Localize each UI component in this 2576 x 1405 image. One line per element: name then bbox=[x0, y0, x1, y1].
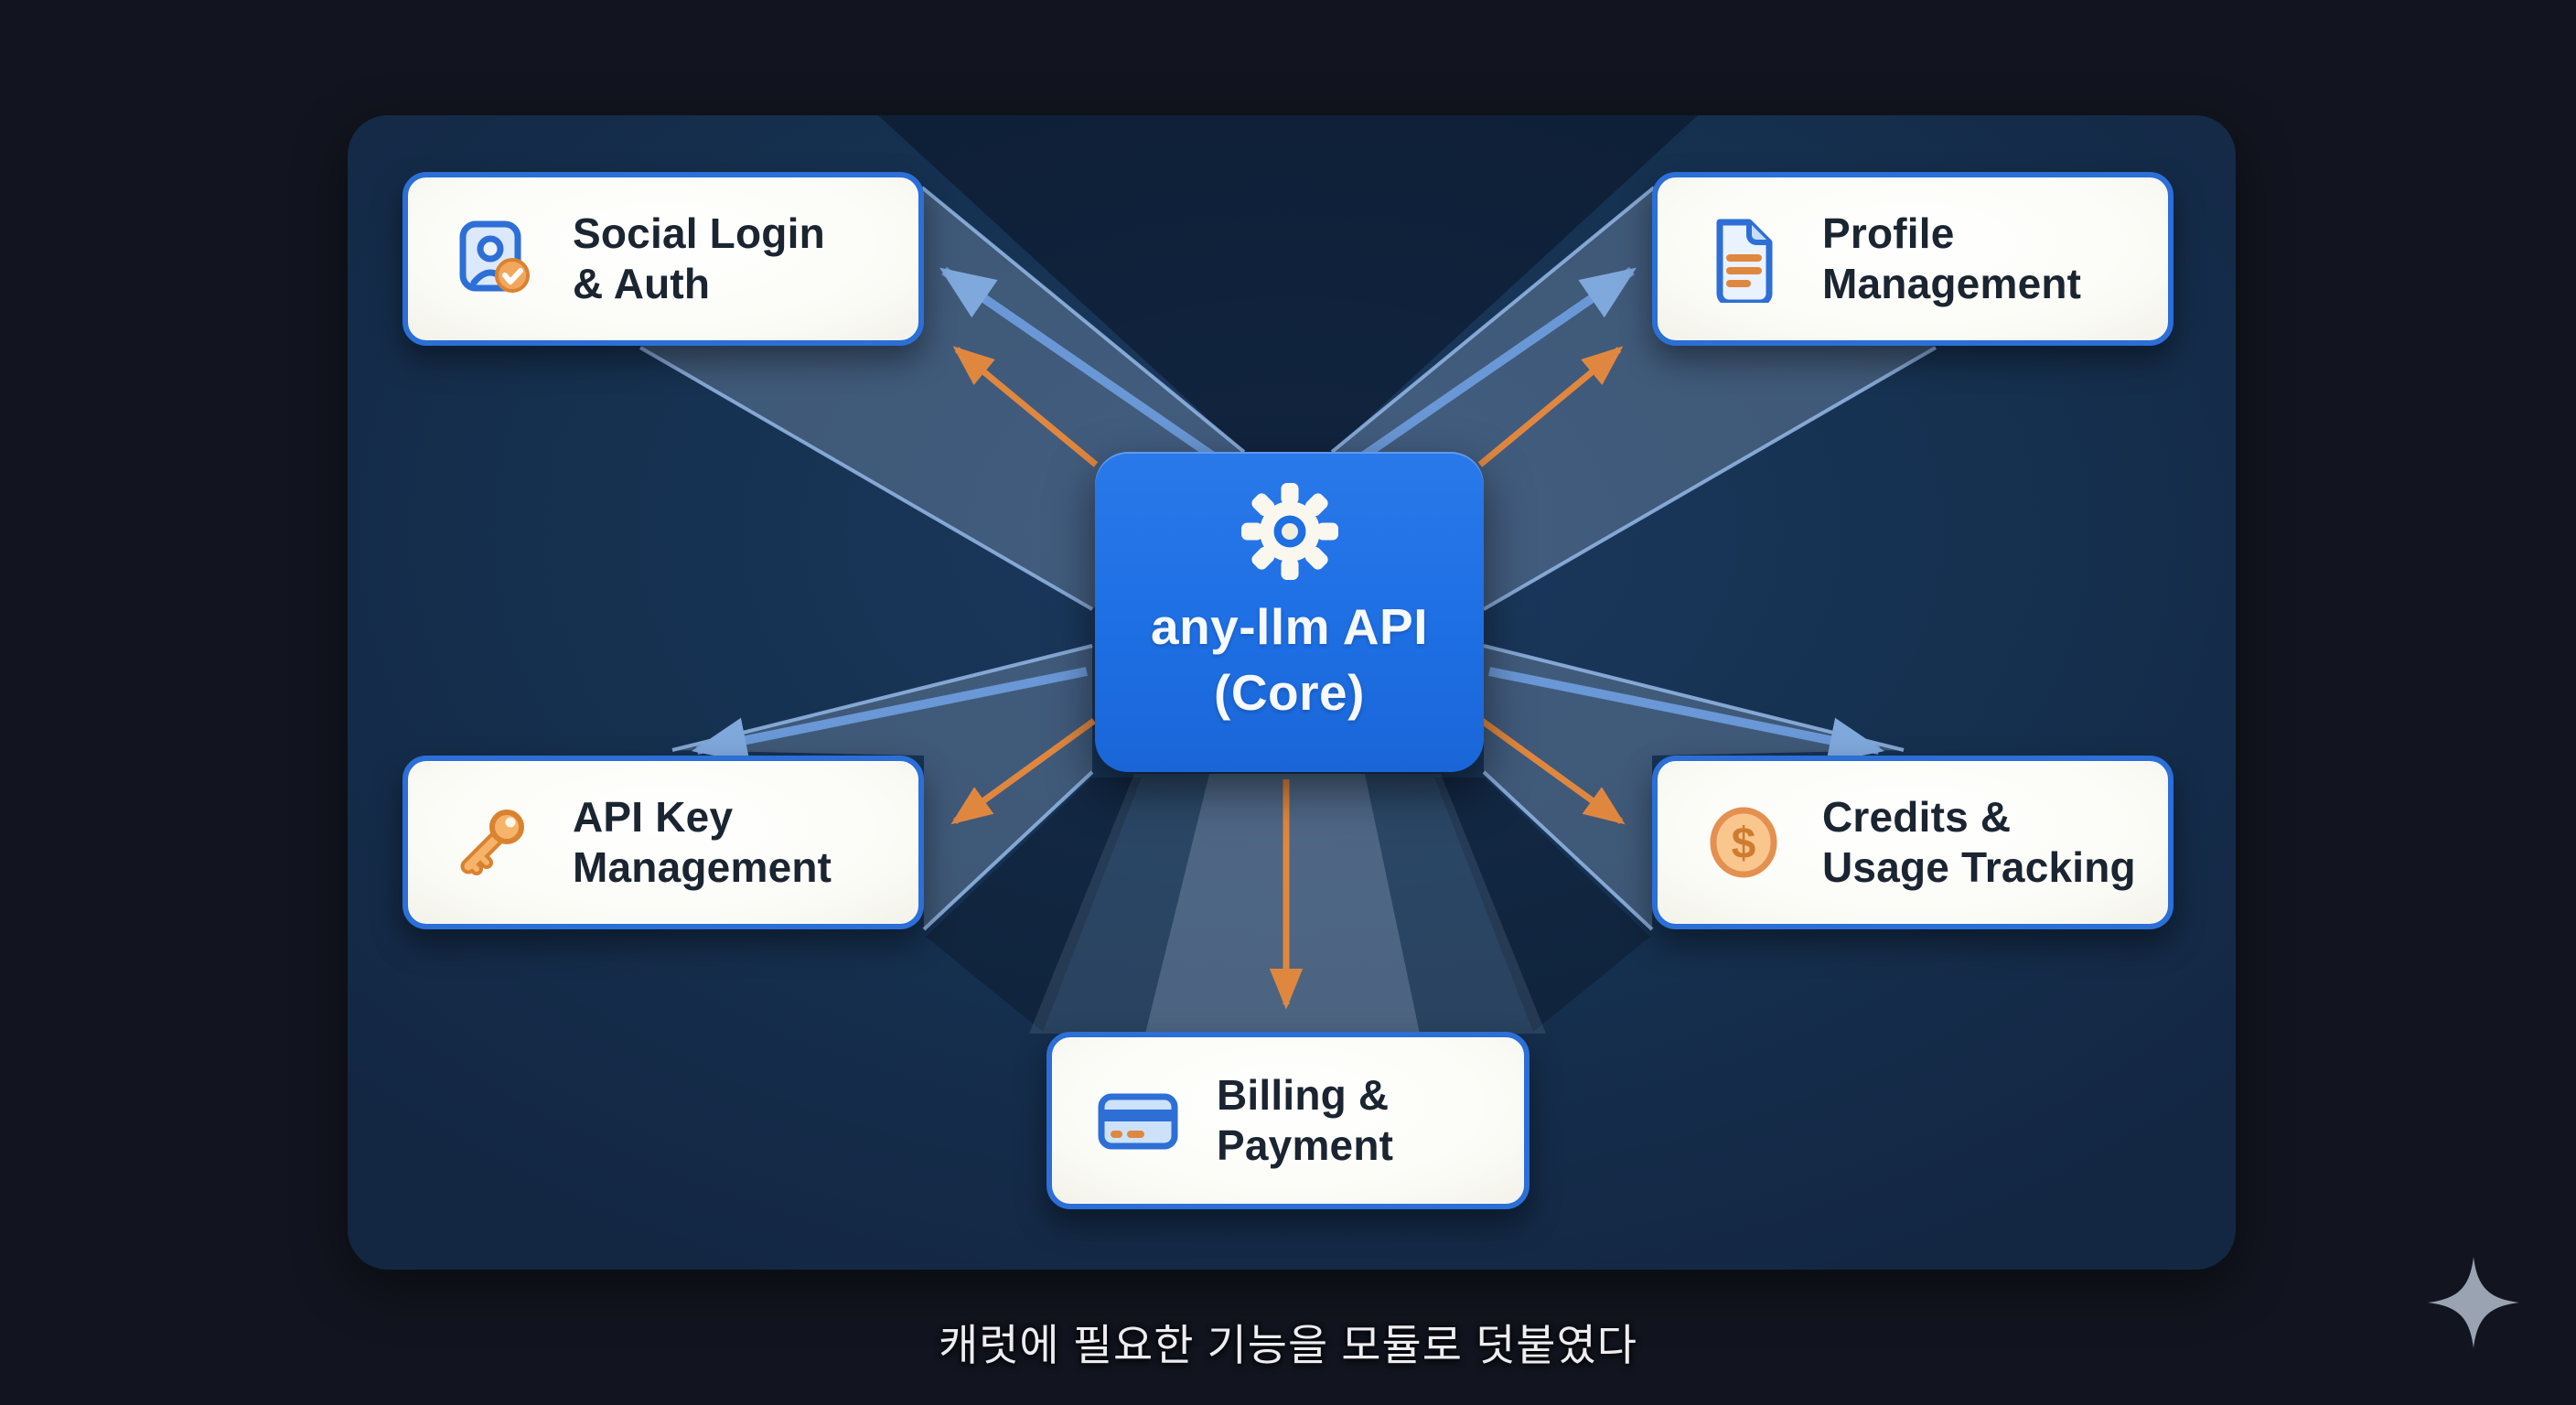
node-profile-management: Profile Management bbox=[1652, 172, 2174, 346]
beam-edges bbox=[639, 186, 1937, 931]
arrow-blue-apikey bbox=[692, 667, 1088, 763]
document-icon bbox=[1700, 215, 1787, 306]
node-social-login: Social Login & Auth bbox=[402, 172, 924, 346]
node-core-api: any-llm API (Core) bbox=[1095, 452, 1484, 772]
arrow-orange-apikey bbox=[950, 718, 1097, 825]
dark-wedge-bottom-right bbox=[1434, 778, 1650, 1032]
arrow-orange-credits bbox=[1479, 718, 1626, 825]
dark-wedge-top bbox=[878, 115, 1698, 452]
beam-apikey bbox=[672, 646, 1092, 929]
node-label: Credits & Usage Tracking bbox=[1822, 792, 2136, 891]
node-billing-payment: Billing & Payment bbox=[1046, 1032, 1530, 1209]
key-icon bbox=[450, 799, 538, 886]
arrow-blue-credits bbox=[1488, 667, 1884, 763]
node-label: Profile Management bbox=[1822, 209, 2082, 307]
node-label: Social Login & Auth bbox=[573, 209, 825, 307]
core-node-label: any-llm API (Core) bbox=[1151, 598, 1428, 721]
node-credits-usage: $ Credits & Usage Tracking bbox=[1652, 756, 2174, 929]
orange-arrows bbox=[950, 346, 1626, 1010]
sparkle-icon bbox=[2426, 1255, 2521, 1350]
arrow-orange-profile bbox=[1477, 346, 1624, 467]
coin-dollar-icon: $ bbox=[1700, 799, 1787, 886]
beam-billing-inner bbox=[1145, 774, 1420, 1034]
dark-wedge-bottom-left bbox=[926, 778, 1142, 1032]
blue-arrows bbox=[692, 266, 1884, 763]
credit-card-icon bbox=[1094, 1077, 1182, 1164]
node-label: Billing & Payment bbox=[1217, 1070, 1394, 1169]
user-check-icon bbox=[450, 215, 538, 303]
node-label: API Key Management bbox=[573, 792, 832, 891]
arrow-orange-social bbox=[952, 346, 1099, 467]
gear-icon bbox=[1240, 483, 1338, 580]
arrow-blue-profile bbox=[1352, 266, 1637, 467]
beam-credits bbox=[1484, 646, 1904, 929]
subtitle-caption: 캐럿에 필요한 기능을 모듈로 덧붙였다 bbox=[938, 1321, 1638, 1369]
arrow-blue-social bbox=[939, 266, 1224, 467]
node-api-key-management: API Key Management bbox=[402, 756, 924, 929]
svg-text:$: $ bbox=[1732, 820, 1756, 868]
